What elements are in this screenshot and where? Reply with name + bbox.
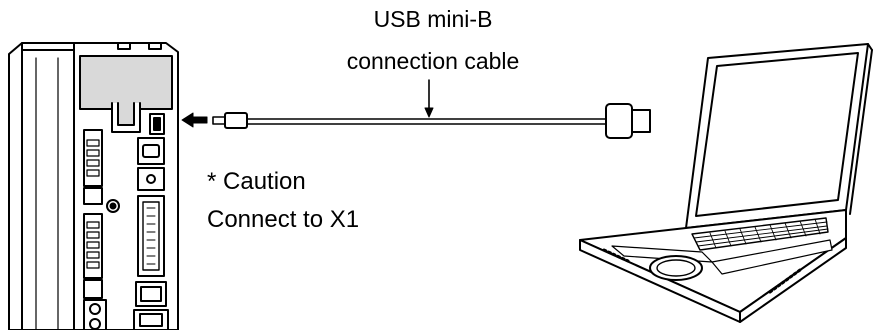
servo-amplifier-icon [8, 42, 179, 330]
laptop-icon [579, 43, 873, 323]
connection-arrow-icon [181, 112, 208, 128]
caution-title: * Caution [207, 168, 306, 195]
usb-a-plug-icon [605, 103, 651, 139]
usb-cable [212, 79, 651, 139]
usb-mini-b-plug-icon [212, 112, 248, 129]
caution-text: Connect to X1 [207, 206, 360, 233]
